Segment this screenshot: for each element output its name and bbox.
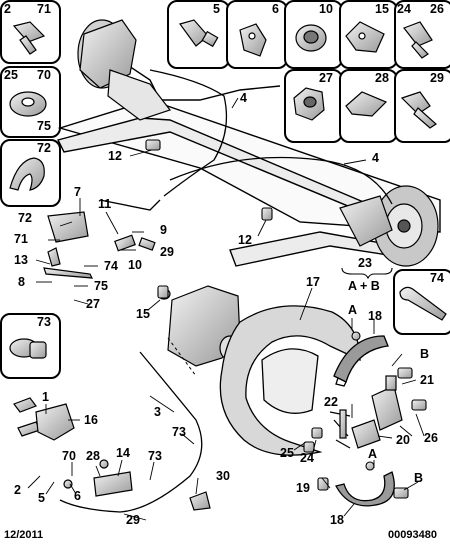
handbrake-lever-group	[43, 211, 156, 279]
callout-16: 16	[84, 413, 98, 427]
callout-8: 8	[18, 275, 25, 289]
callout-13: 13	[14, 253, 28, 267]
clip-28-icon	[345, 91, 388, 117]
callout-25-diagram: 25	[280, 446, 294, 460]
callout-5-diagram: 5	[38, 491, 45, 505]
callout-73-lower: 73	[148, 449, 162, 463]
cable-3-dashed	[167, 337, 197, 377]
callout-2: 2	[4, 2, 11, 16]
kit-brace-23	[341, 267, 393, 280]
callout-12-lower: 12	[238, 233, 252, 247]
handbrake-cables	[59, 69, 393, 513]
callout-29-lower: 29	[126, 513, 140, 527]
callout-2-diagram: 2	[14, 483, 21, 497]
callout-22: 22	[324, 395, 338, 409]
callout-15: 15	[375, 2, 389, 16]
screw-29-icon	[400, 91, 437, 129]
callout-72: 72	[37, 141, 51, 155]
callout-15-diagram: 15	[136, 307, 150, 321]
pedal-lever-group	[13, 397, 211, 511]
washer-25-70-75-icon	[9, 91, 47, 117]
callout-10-diagram: 10	[128, 258, 142, 272]
callout-28: 28	[375, 71, 389, 85]
callout-6: 6	[272, 2, 279, 16]
callout-4-upper: 4	[240, 91, 247, 105]
callout-29-middle: 29	[160, 245, 174, 259]
wrench-74-icon	[399, 286, 447, 321]
screw-24-26-icon	[403, 21, 433, 59]
callout-B-lower: B	[414, 471, 424, 485]
callout-74: 74	[430, 271, 444, 285]
callout-24: 24	[397, 2, 411, 16]
callout-B-upper: B	[420, 347, 430, 361]
callout-74-diagram: 74	[104, 259, 118, 273]
backing-plate-17	[219, 305, 361, 456]
callout-3: 3	[154, 405, 161, 419]
callout-1: 1	[42, 390, 49, 404]
callout-71: 71	[37, 2, 51, 16]
callout-75-diagram: 75	[94, 279, 108, 293]
callout-70-diagram: 70	[62, 449, 76, 463]
callout-70: 70	[37, 68, 51, 82]
callout-30: 30	[216, 469, 230, 483]
footer-date: 12/2011	[4, 529, 44, 541]
callout-4-lower: 4	[372, 151, 379, 165]
right-brake-assembly	[339, 185, 439, 267]
callout-27: 27	[319, 71, 333, 85]
left-brake-assembly	[77, 19, 171, 121]
callout-24-diagram: 24	[300, 451, 314, 465]
callout-73: 73	[37, 315, 51, 329]
callout-6-diagram: 6	[74, 489, 81, 503]
callout-19: 19	[296, 481, 310, 495]
callout-28-diagram: 28	[86, 449, 100, 463]
callout-18-upper: 18	[368, 309, 382, 323]
callout-23: 23	[358, 256, 372, 270]
callout-18-lower: 18	[330, 513, 344, 527]
bushing-73-icon	[9, 338, 47, 359]
brake-shoe-18-upper	[333, 335, 389, 387]
callout-12-upper: 12	[108, 149, 122, 163]
brake-shoe-18-lower	[335, 471, 395, 507]
clip-15-icon	[345, 21, 385, 53]
bracket-6-icon	[239, 23, 267, 57]
callout-9: 9	[160, 223, 167, 237]
callout-25: 25	[4, 68, 18, 82]
callout-21: 21	[420, 373, 434, 387]
callout-14: 14	[116, 446, 130, 460]
nut-27-icon	[293, 87, 325, 121]
spring-22	[329, 409, 351, 449]
callout-27-diagram: 27	[86, 297, 100, 311]
callout-10: 10	[319, 2, 333, 16]
bolt-5-icon	[179, 19, 219, 48]
kit-label-a-plus-b: A + B	[348, 279, 380, 293]
callout-75: 75	[37, 119, 51, 133]
callout-72-diagram: 72	[18, 211, 32, 225]
callout-20: 20	[396, 433, 410, 447]
screw-2-71-icon	[12, 21, 46, 55]
callout-73-diagram: 73	[172, 425, 186, 439]
callout-A-upper: A	[348, 303, 358, 317]
callout-17: 17	[306, 275, 320, 289]
footer-reference: 00093480	[388, 529, 437, 541]
callout-11: 11	[98, 197, 112, 211]
callout-71-diagram: 71	[14, 232, 28, 246]
callout-A-lower: A	[368, 447, 378, 461]
grommet-10-icon	[295, 24, 327, 52]
fasteners	[145, 139, 427, 499]
callout-26-diagram: 26	[424, 431, 438, 445]
leader-lines	[27, 97, 425, 521]
spring-clip-72-icon	[9, 157, 45, 191]
callout-7: 7	[74, 185, 81, 199]
panel-part-29	[394, 69, 450, 143]
wheel-cylinder-21	[371, 375, 403, 431]
callout-29: 29	[430, 71, 444, 85]
callout-26: 26	[430, 2, 444, 16]
callout-5: 5	[213, 2, 220, 16]
adjuster-20	[351, 419, 381, 449]
